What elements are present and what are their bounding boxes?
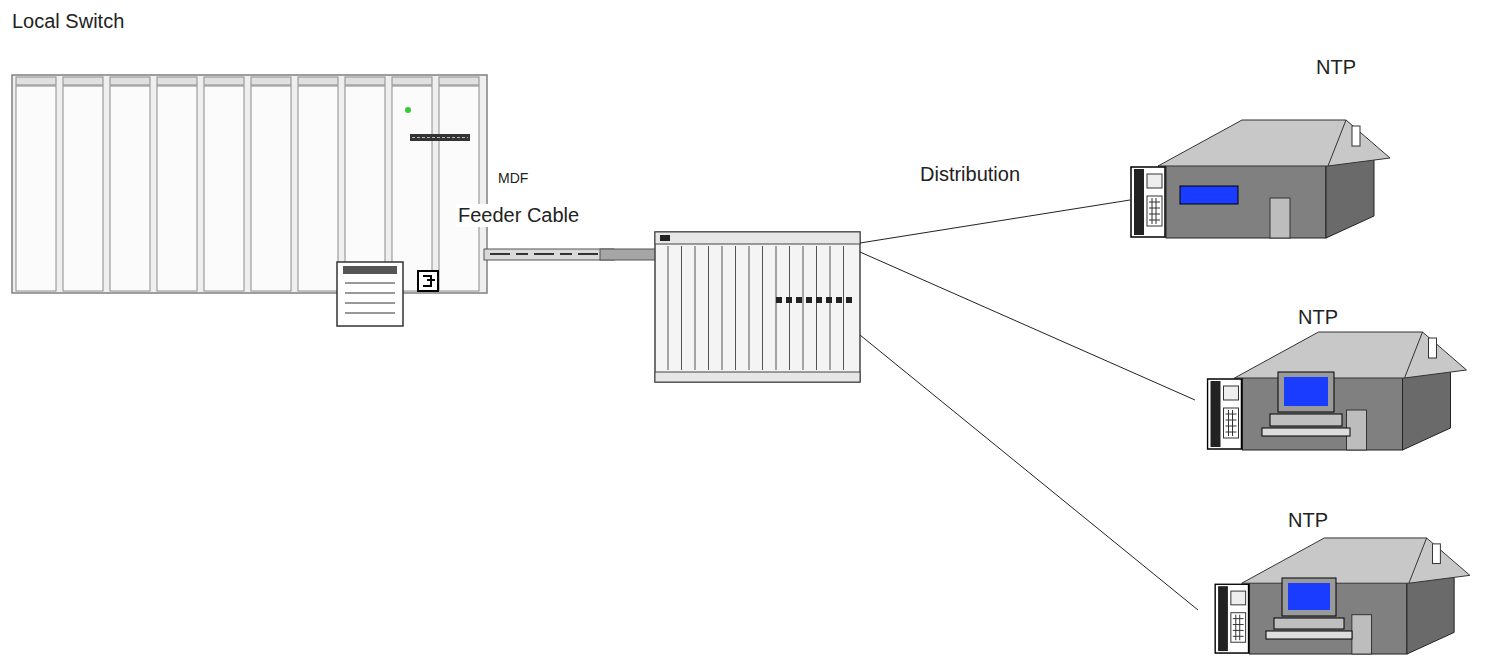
rack-panel: [392, 86, 432, 291]
section-label: Distribution: [918, 163, 1022, 186]
cabinet-slot: [708, 246, 709, 370]
rack-top: [345, 77, 385, 85]
rack-top: [251, 77, 291, 85]
local-switch-rack: [12, 75, 487, 293]
ntp-house: NTP: [1120, 52, 1395, 242]
cabinet-slot: [735, 246, 736, 370]
rack-top: [298, 77, 338, 85]
rack-top: [63, 77, 103, 85]
cable-label: Feeder Cable: [456, 204, 581, 227]
rack-top: [439, 77, 479, 85]
cabinet-slot: [789, 246, 790, 370]
cabinet-slot: [749, 246, 750, 370]
ntp-heading: NTP: [1288, 509, 1328, 532]
cabinet-slot: [830, 246, 831, 370]
cabinet-terminal: [836, 297, 842, 303]
rack-panel: [16, 86, 56, 291]
rack-panel: [251, 86, 291, 291]
cabinet-terminal: [776, 297, 782, 303]
cabinet-terminal: [796, 297, 802, 303]
rack-top: [392, 77, 432, 85]
rack-panel: [157, 86, 197, 291]
cabinet-terminal: [816, 297, 822, 303]
ntp-house: NTP: [1192, 505, 1490, 657]
rack-panel: [345, 86, 385, 291]
cabinet-slot: [816, 246, 817, 370]
cabinet-slot: [843, 246, 844, 370]
rack-details: [337, 107, 470, 326]
cabinet-slot: [803, 246, 804, 370]
ntp-house: NTP: [1188, 302, 1486, 454]
cabinet-terminal: [786, 297, 792, 303]
cabinet-terminal: [846, 297, 852, 303]
rack-top: [204, 77, 244, 85]
rack-top: [157, 77, 197, 85]
cabinet-slot: [681, 246, 682, 370]
local-switch: Local Switch: [8, 6, 490, 296]
rack-panel: [63, 86, 103, 291]
rack-panel: [439, 86, 479, 291]
cabinet-terminal: [806, 297, 812, 303]
cabinet-slot: [668, 246, 669, 370]
cabinet-slot: [762, 246, 763, 370]
house-3: [1215, 538, 1470, 654]
house-2: [1208, 332, 1467, 450]
cabinet-slot: [722, 246, 723, 370]
switch-heading: Local Switch: [12, 10, 124, 33]
cabinet-terminal: [826, 297, 832, 303]
house-1: [1131, 120, 1390, 238]
distribution-cabinet: [655, 232, 860, 382]
feeder-cable: [484, 249, 670, 260]
rack-panel: [298, 86, 338, 291]
ntp-heading: NTP: [1298, 306, 1338, 329]
rack-top: [110, 77, 150, 85]
frame-label: MDF: [496, 170, 530, 186]
distribution-lines: [860, 200, 1198, 610]
rack-panel: [204, 86, 244, 291]
rack-top: [16, 77, 56, 85]
cabinet-slot: [776, 246, 777, 370]
rack-panel: [110, 86, 150, 291]
ntp-heading: NTP: [1316, 56, 1356, 79]
cabinet-slot: [695, 246, 696, 370]
